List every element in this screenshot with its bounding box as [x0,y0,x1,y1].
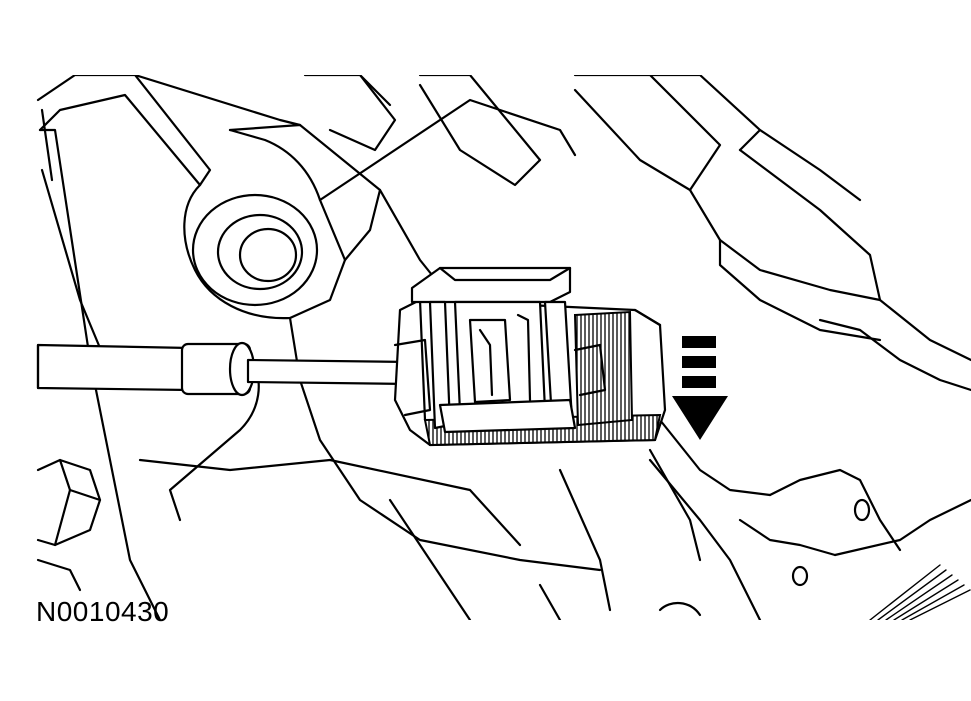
arrow-down-icon [672,336,728,440]
figure-id-label: N0010430 [36,596,170,627]
corner-hatch [869,564,971,620]
hex-bolt [36,458,102,592]
housing-outline-right [573,75,971,620]
shift-cable [36,341,541,401]
mounting-boss [183,123,382,320]
housing-rail-top [303,75,542,187]
housing-ribs-lower [388,448,702,620]
locking-clip [410,266,607,434]
